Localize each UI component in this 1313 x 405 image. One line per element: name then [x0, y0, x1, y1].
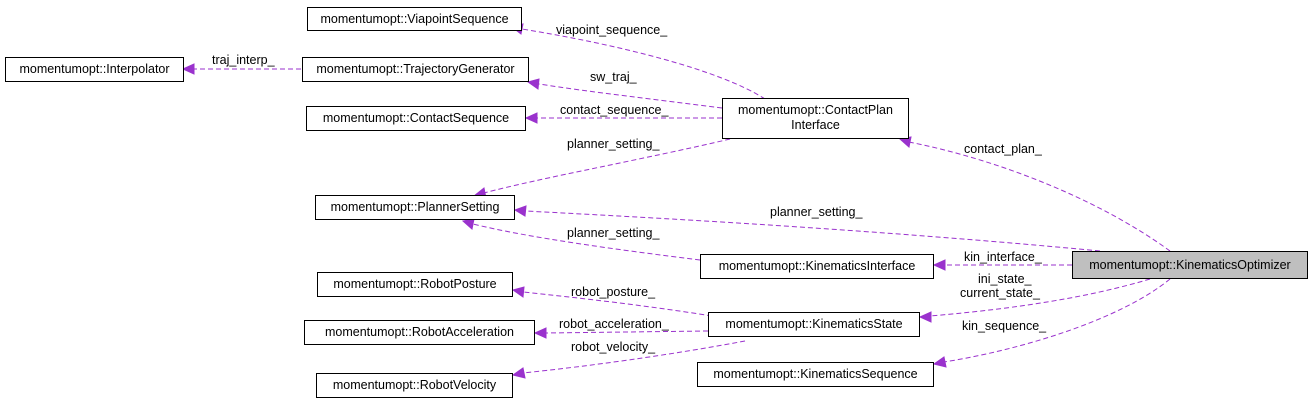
edge-planner-setting-from-optimizer: planner_setting_	[513, 205, 1101, 252]
edge-contact-plan: contact_plan_	[898, 136, 1171, 252]
node-label-robot-acceleration: momentumopt::RobotAcceleration	[325, 325, 514, 339]
edge-label-contact-plan: contact_plan_	[964, 142, 1043, 156]
edge-label-kin-sequence: kin_sequence_	[962, 319, 1047, 333]
node-label-trajectory-generator: momentumopt::TrajectoryGenerator	[316, 62, 514, 76]
node-robot-posture[interactable]: momentumopt::RobotPosture	[317, 272, 513, 297]
node-robot-velocity[interactable]: momentumopt::RobotVelocity	[316, 373, 513, 398]
node-label-kinematics-interface: momentumopt::KinematicsInterface	[719, 259, 916, 273]
node-label-viapoint-sequence: momentumopt::ViapointSequence	[320, 12, 508, 26]
node-robot-acceleration[interactable]: momentumopt::RobotAcceleration	[304, 320, 535, 345]
node-viapoint-sequence[interactable]: momentumopt::ViapointSequence	[307, 7, 522, 31]
node-planner-setting[interactable]: momentumopt::PlannerSetting	[315, 195, 515, 220]
edge-traj-interp: traj_interp_	[181, 53, 301, 75]
node-interpolator[interactable]: momentumopt::Interpolator	[5, 57, 184, 82]
node-kinematics-interface[interactable]: momentumopt::KinematicsInterface	[700, 254, 934, 279]
node-label-planner-setting: momentumopt::PlannerSetting	[331, 200, 500, 214]
node-label-kinematics-state: momentumopt::KinematicsState	[725, 317, 902, 331]
edge-kin-sequence: kin_sequence_	[932, 278, 1171, 368]
edge-kin-state: ini_state_ current_state_	[918, 272, 1151, 323]
node-kinematics-sequence[interactable]: momentumopt::KinematicsSequence	[697, 362, 934, 387]
node-label-robot-velocity: momentumopt::RobotVelocity	[333, 378, 497, 392]
edge-label-planner-setting-from-optimizer: planner_setting_	[770, 205, 863, 219]
node-trajectory-generator[interactable]: momentumopt::TrajectoryGenerator	[302, 57, 529, 82]
edge-planner-setting-from-contact-plan: planner_setting_	[472, 137, 731, 199]
edge-sw-traj: sw_traj_	[526, 70, 723, 109]
edge-label-robot-posture: robot_posture_	[571, 285, 656, 299]
node-label-contact-plan-interface-line2: Interface	[791, 118, 840, 132]
edge-label-robot-velocity: robot_velocity_	[571, 340, 656, 354]
edge-label-ini-state: ini_state_	[978, 272, 1033, 286]
node-kinematics-state[interactable]: momentumopt::KinematicsState	[708, 312, 920, 337]
edge-planner-setting-from-kin-interface: planner_setting_	[461, 218, 701, 261]
node-kinematics-optimizer[interactable]: momentumopt::KinematicsOptimizer	[1072, 251, 1308, 279]
edge-label-sw-traj: sw_traj_	[590, 70, 638, 84]
edge-robot-posture: robot_posture_	[511, 285, 713, 317]
edge-label-planner-setting-from-kin-interface: planner_setting_	[567, 226, 660, 240]
edge-robot-velocity: robot_velocity_	[511, 340, 746, 379]
edge-label-kin-interface: kin_interface_	[964, 250, 1043, 264]
edge-label-contact-sequence: contact_sequence_	[560, 103, 669, 117]
edge-kin-interface: kin_interface_	[932, 250, 1072, 271]
node-label-robot-posture: momentumopt::RobotPosture	[333, 277, 496, 291]
edge-label-planner-setting-from-contact-plan: planner_setting_	[567, 137, 660, 151]
edge-label-current-state: current_state_	[960, 286, 1041, 300]
edge-label-robot-acceleration: robot_acceleration_	[559, 317, 670, 331]
edge-label-viapoint-sequence: viapoint_sequence_	[556, 23, 668, 37]
edge-label-traj-interp: traj_interp_	[212, 53, 276, 67]
node-label-interpolator: momentumopt::Interpolator	[19, 62, 169, 76]
edge-contact-sequence: contact_sequence_	[524, 103, 722, 124]
edge-viapoint-sequence: viapoint_sequence_	[510, 23, 766, 100]
node-contact-sequence[interactable]: momentumopt::ContactSequence	[306, 106, 526, 131]
node-contact-plan-interface[interactable]: momentumopt::ContactPlan Interface	[722, 98, 909, 139]
node-label-contact-plan-interface-line1: momentumopt::ContactPlan	[738, 103, 893, 117]
node-label-contact-sequence: momentumopt::ContactSequence	[323, 111, 509, 125]
edge-robot-acceleration: robot_acceleration_	[533, 317, 709, 339]
node-label-kinematics-optimizer: momentumopt::KinematicsOptimizer	[1089, 258, 1290, 272]
node-label-kinematics-sequence: momentumopt::KinematicsSequence	[713, 367, 917, 381]
